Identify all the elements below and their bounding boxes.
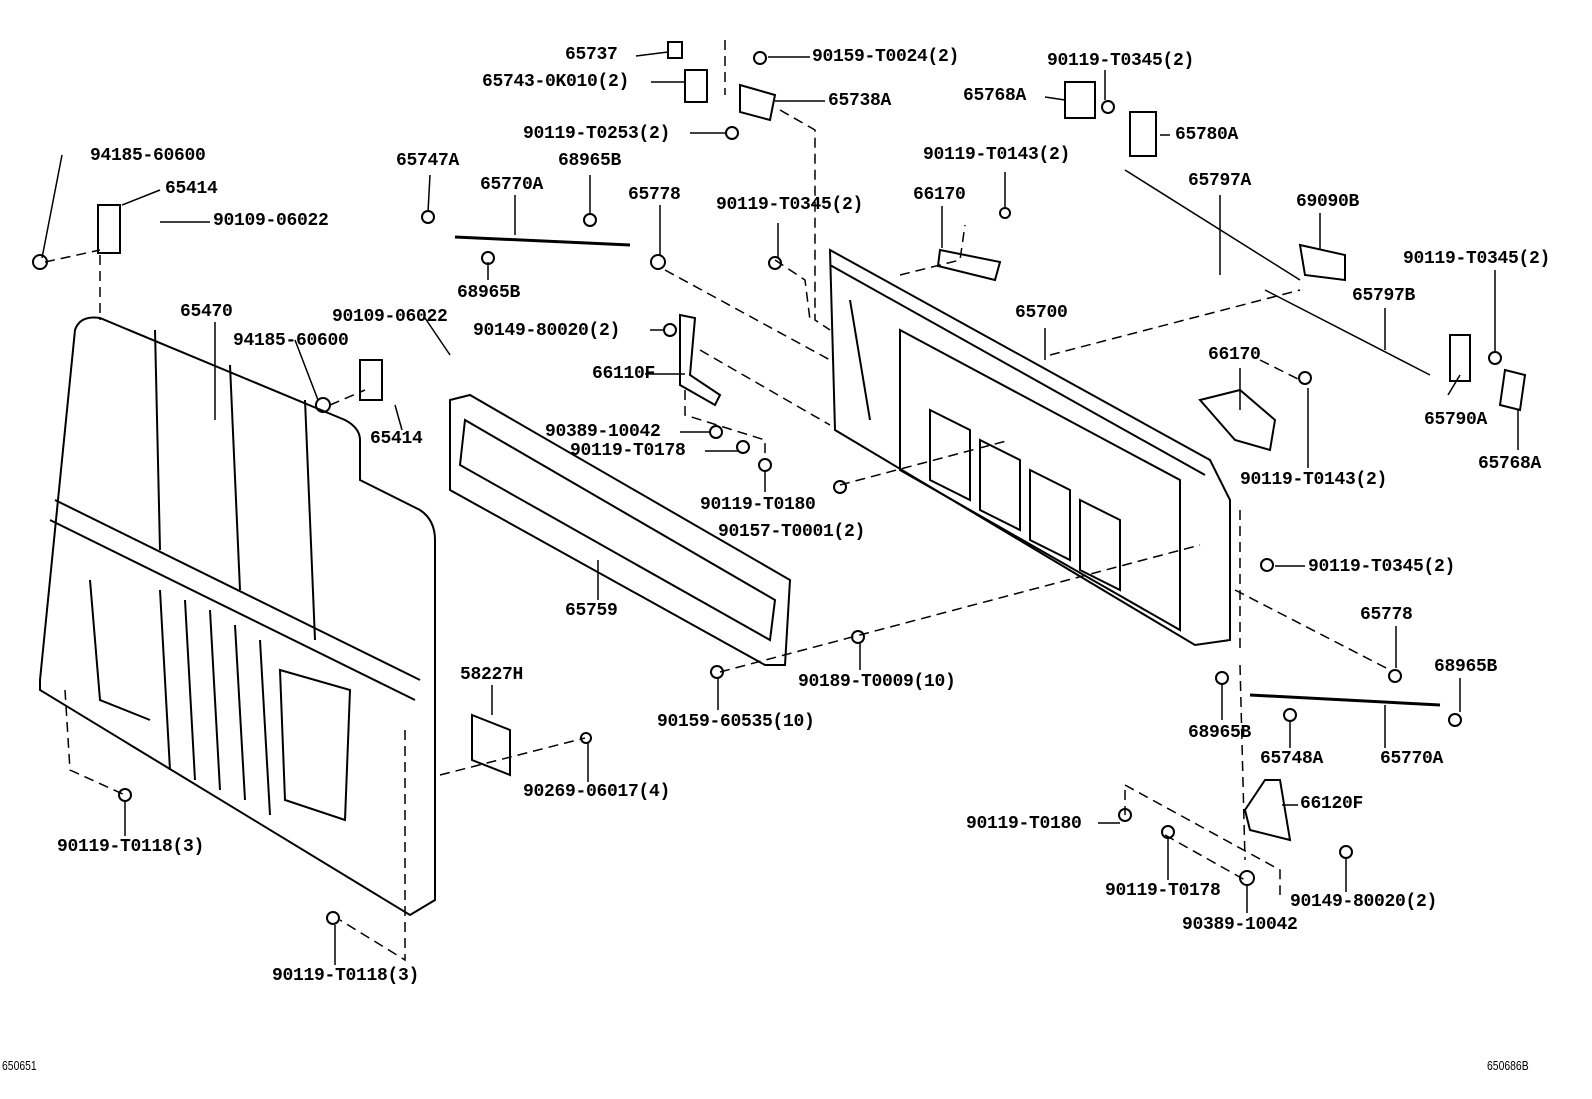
part-label: 90109-06022 [332,307,448,327]
part-label: 65737 [565,45,618,65]
part-label: 65768A [963,86,1027,106]
part-label: 94185-60600 [90,146,206,166]
rods [454,169,1441,707]
part-label: 90269-06017(4) [523,782,671,802]
part-label: 65743-0K010(2) [482,72,630,92]
part-label: 65797B [1352,286,1416,306]
part-label: 90119-T0118(3) [272,966,420,986]
part-label: 65768A [1478,454,1542,474]
tailgate-65700 [828,248,1231,647]
part-label: 90157-T0001(2) [718,522,866,542]
part-label: 65470 [180,302,233,322]
part-label: 69090B [1296,192,1360,212]
part-label: 68965B [1188,723,1252,743]
part-label: 90119-T0143(2) [1240,470,1388,490]
part-label: 65759 [565,601,618,621]
part-label: 66170 [1208,345,1261,365]
inner-panel-65759 [449,393,792,666]
part-label: 65747A [396,151,460,171]
part-label: 90159-T0024(2) [812,47,960,67]
part-label: 65778 [628,185,681,205]
part-label: 65770A [480,175,544,195]
part-label: 65770A [1380,749,1444,769]
part-label: 90119-T0143(2) [923,145,1071,165]
part-label: 65797A [1188,171,1252,191]
part-label: 90389-10042 [545,422,661,442]
figure-code-left: 650651 [2,1058,37,1073]
part-label: 90119-T0253(2) [523,124,671,144]
part-label: 65414 [370,429,423,449]
part-label: 90389-10042 [1182,915,1298,935]
part-label: 90149-80020(2) [473,321,621,341]
part-label: 65778 [1360,605,1413,625]
part-label: 90109-06022 [213,211,329,231]
back-panel-65470 [39,316,436,917]
part-label: 65700 [1015,303,1068,323]
part-label: 65790A [1424,410,1488,430]
part-label: 90119-T0178 [570,441,686,461]
part-label: 90119-T0118(3) [57,837,205,857]
part-label: 90119-T0345(2) [1047,51,1195,71]
part-label: 66110F [592,364,656,384]
part-label: 66170 [913,185,966,205]
part-label: 65780A [1175,125,1239,145]
part-label: 58227H [460,665,524,685]
figure-code-right: 650686B [1487,1058,1529,1073]
part-label: 90119-T0180 [700,495,816,515]
part-label: 90149-80020(2) [1290,892,1438,912]
part-label: 90119-T0345(2) [1403,249,1551,269]
part-label: 68965B [457,283,521,303]
part-label: 65414 [165,179,218,199]
part-label: 90159-60535(10) [657,712,815,732]
part-label: 94185-60600 [233,331,349,351]
part-label: 90119-T0345(2) [1308,557,1456,577]
part-label: 68965B [558,151,622,171]
part-label: 90189-T0009(10) [798,672,956,692]
part-label: 90119-T0180 [966,814,1082,834]
part-label: 90119-T0178 [1105,881,1221,901]
part-label: 65738A [828,91,892,111]
dashed-lines [44,40,1391,962]
part-label: 90119-T0345(2) [716,195,864,215]
part-label: 65748A [1260,749,1324,769]
part-label: 68965B [1434,657,1498,677]
part-label: 66120F [1300,794,1364,814]
leader-lines [41,51,1519,965]
